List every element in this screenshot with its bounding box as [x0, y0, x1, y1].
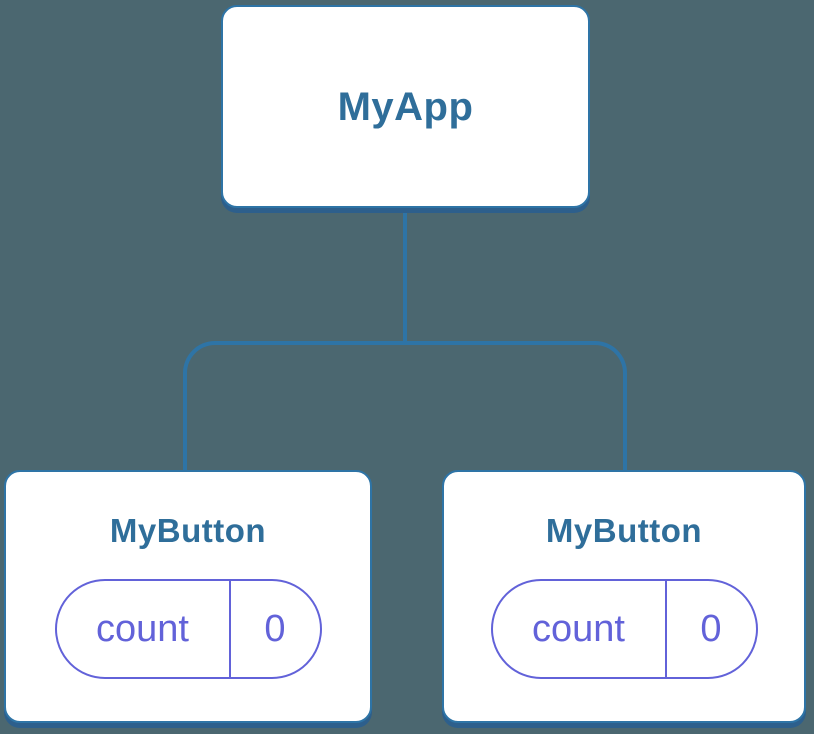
state-value-right: 0 [664, 580, 756, 677]
component-node-myapp: MyApp [221, 5, 590, 208]
node-label-mybutton-left: MyButton [109, 512, 267, 549]
component-node-mybutton-left: MyButton count 0 [4, 470, 372, 723]
state-value-left: 0 [228, 580, 320, 677]
connector-root-stem [403, 206, 407, 343]
component-node-mybutton-right: MyButton count 0 [442, 470, 806, 723]
connector-branch [183, 341, 627, 472]
node-label-mybutton-right: MyButton [545, 512, 703, 549]
state-pill-right: count 0 [490, 578, 758, 679]
state-name-right: count [532, 607, 625, 650]
state-pill-left: count 0 [54, 578, 322, 679]
node-label-myapp: MyApp [337, 84, 474, 129]
state-name-left: count [96, 607, 189, 650]
